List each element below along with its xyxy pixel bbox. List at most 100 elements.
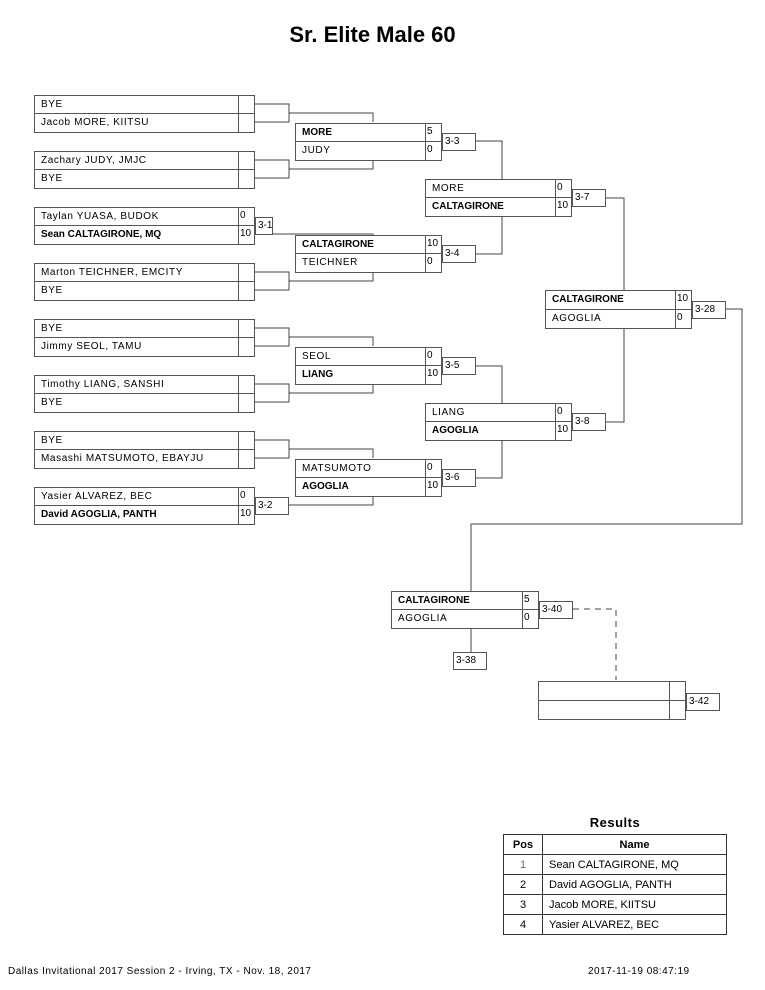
score: 0 [238, 208, 254, 226]
name-header: Name [542, 834, 727, 855]
competitor-name: MORE [296, 124, 427, 142]
match-number[interactable]: 3-1 [255, 217, 273, 235]
competitor: Jacob MORE, KIITSU [542, 894, 727, 915]
match-slot[interactable]: MORE JUDY 5 0 [295, 123, 442, 161]
competitor-name: BYE [35, 320, 240, 338]
score: 10 [425, 478, 441, 496]
score [238, 338, 254, 356]
competitor-name: BYE [35, 432, 240, 450]
score: 5 [522, 592, 538, 610]
match-number[interactable]: 3-7 [572, 189, 606, 207]
score [238, 450, 254, 468]
results-row: 3 Jacob MORE, KIITSU [503, 894, 727, 915]
competitor: Sean CALTAGIRONE, MQ [542, 854, 727, 875]
match-slot[interactable]: BYE Masashi MATSUMOTO, EBAYJU [34, 431, 255, 469]
competitor-name: AGOGLIA [552, 312, 602, 324]
second-final-match[interactable]: CALTAGIRONE AGOGLIA 5 0 [391, 591, 539, 629]
match-number[interactable]: 3-5 [442, 357, 476, 375]
print-timestamp: 2017-11-19 08:47:19 [588, 966, 690, 977]
score [238, 376, 254, 394]
score: 10 [425, 236, 441, 254]
score [238, 282, 254, 300]
score [238, 96, 254, 114]
competitor-name: SEOL [296, 348, 427, 366]
competitor-name: AGOGLIA [398, 613, 448, 624]
match-number[interactable]: 3-6 [442, 469, 476, 487]
score: 10 [555, 422, 571, 440]
competitor: Yasier ALVAREZ, BEC [542, 914, 727, 935]
match-slot[interactable]: BYE Jacob MORE, KIITSU [34, 95, 255, 133]
competitor-name: LIANG [302, 369, 334, 380]
match-slot[interactable]: Taylan YUASA, BUDOK Sean CALTAGIRONE, MQ… [34, 207, 255, 245]
score [238, 170, 254, 188]
competitor-name: Timothy LIANG, SANSHI [35, 376, 240, 394]
match-number[interactable]: 3-40 [539, 601, 573, 619]
match-slot[interactable]: CALTAGIRONE TEICHNER 10 0 [295, 235, 442, 273]
score [238, 394, 254, 412]
score: 10 [238, 506, 254, 524]
competitor-name: CALTAGIRONE [432, 201, 504, 212]
score: 10 [675, 291, 691, 310]
match-number[interactable]: 3-42 [686, 693, 720, 711]
competitor-name: JUDY [302, 145, 331, 156]
score: 10 [425, 366, 441, 384]
match-number[interactable]: 3-2 [255, 497, 289, 515]
competitor-name: Marton TEICHNER, EMCITY [35, 264, 240, 282]
competitor-name: Masashi MATSUMOTO, EBAYJU [41, 453, 204, 464]
competitor-name: AGOGLIA [432, 425, 479, 436]
competitor-name: CALTAGIRONE [392, 592, 524, 610]
results-row: 2 David AGOGLIA, PANTH [503, 874, 727, 895]
score [238, 152, 254, 170]
results-table: Pos Name 1 Sean CALTAGIRONE, MQ 2 David … [503, 834, 727, 935]
match-slot[interactable]: BYE Jimmy SEOL, TAMU [34, 319, 255, 357]
match-slot[interactable]: Zachary JUDY, JMJC BYE [34, 151, 255, 189]
match-slot[interactable]: LIANG AGOGLIA 0 10 [425, 403, 572, 441]
position: 4 [503, 914, 543, 935]
match-slot[interactable]: Yasier ALVAREZ, BEC David AGOGLIA, PANTH… [34, 487, 255, 525]
match-slot[interactable]: Timothy LIANG, SANSHI BYE [34, 375, 255, 413]
competitor-name: Jimmy SEOL, TAMU [41, 341, 142, 352]
match-slot[interactable]: Marton TEICHNER, EMCITY BYE [34, 263, 255, 301]
final-match[interactable]: CALTAGIRONE AGOGLIA 10 0 [545, 290, 692, 329]
score [669, 700, 685, 719]
loser-match-number[interactable]: 3-38 [453, 652, 487, 670]
pos-header: Pos [503, 834, 543, 855]
score: 0 [425, 460, 441, 478]
match-slot[interactable]: MORE CALTAGIRONE 0 10 [425, 179, 572, 217]
competitor-name: BYE [35, 96, 240, 114]
score: 5 [425, 124, 441, 142]
score: 0 [238, 488, 254, 506]
results-row: 4 Yasier ALVAREZ, BEC [503, 914, 727, 935]
match-slot[interactable]: SEOL LIANG 0 10 [295, 347, 442, 385]
event-info: Dallas Invitational 2017 Session 2 - Irv… [8, 966, 312, 977]
score [238, 264, 254, 282]
score: 0 [425, 254, 441, 272]
competitor-name: Sean CALTAGIRONE, MQ [41, 229, 162, 240]
match-number[interactable]: 3-8 [572, 413, 606, 431]
competitor-name: Yasier ALVAREZ, BEC [35, 488, 240, 506]
competitor-name: MATSUMOTO [296, 460, 427, 478]
score: 10 [555, 198, 571, 216]
competitor-name: CALTAGIRONE [546, 291, 677, 310]
competitor-name: Taylan YUASA, BUDOK [35, 208, 240, 226]
score [238, 432, 254, 450]
third-match[interactable] [538, 681, 686, 720]
competitor-name: Zachary JUDY, JMJC [35, 152, 240, 170]
results-row: 1 Sean CALTAGIRONE, MQ [503, 854, 727, 875]
competitor-name: CALTAGIRONE [296, 236, 427, 254]
match-number[interactable]: 3-4 [442, 245, 476, 263]
score: 0 [675, 309, 691, 328]
score [669, 682, 685, 701]
results-header: Pos Name [503, 834, 727, 855]
competitor-name: TEICHNER [302, 257, 358, 268]
match-number[interactable]: 3-28 [692, 301, 726, 319]
match-slot[interactable]: MATSUMOTO AGOGLIA 0 10 [295, 459, 442, 497]
bracket-title: Sr. Elite Male 60 [289, 22, 456, 47]
competitor-name: Jacob MORE, KIITSU [41, 117, 150, 128]
position: 1 [503, 854, 543, 875]
match-number[interactable]: 3-3 [442, 133, 476, 151]
competitor-name: BYE [41, 173, 63, 184]
competitor-name: BYE [41, 285, 63, 296]
score: 10 [238, 226, 254, 244]
